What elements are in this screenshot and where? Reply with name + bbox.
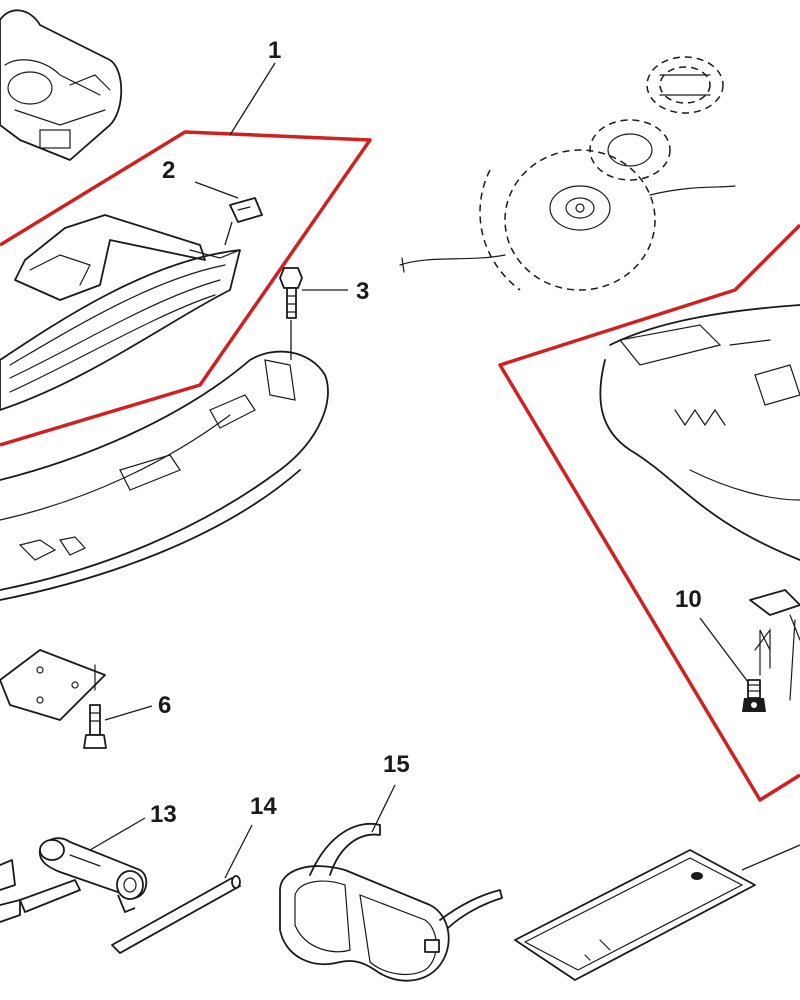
callout-14: 14 bbox=[250, 793, 277, 820]
callout-2: 2 bbox=[162, 157, 175, 184]
rear-guard-part bbox=[599, 304, 800, 561]
rear-guard-highlight bbox=[498, 223, 800, 802]
bolt-6 bbox=[83, 704, 107, 749]
leader-2 bbox=[194, 181, 239, 199]
engine-housing-part bbox=[0, 9, 123, 161]
leader-6 bbox=[104, 705, 153, 721]
callout-1: 1 bbox=[268, 37, 281, 64]
bolt-10 bbox=[742, 679, 766, 712]
callout-15: 15 bbox=[383, 751, 410, 778]
callout-13: 13 bbox=[150, 801, 177, 828]
disc-assembly bbox=[399, 56, 736, 291]
safety-goggles-15 bbox=[279, 822, 503, 982]
callout-3: 3 bbox=[356, 278, 369, 305]
leader-1 bbox=[229, 62, 276, 136]
bracket-part bbox=[224, 197, 263, 246]
bolt-3 bbox=[279, 267, 303, 360]
front-guard-part bbox=[0, 214, 241, 411]
front-guard-highlight bbox=[0, 130, 372, 447]
manual-pouch bbox=[514, 849, 756, 981]
callout-10: 10 bbox=[675, 586, 702, 613]
mounting-plate-6 bbox=[0, 649, 106, 721]
guard-shell-part bbox=[0, 350, 329, 601]
rear-bracket bbox=[749, 589, 800, 701]
spark-plug-wrench-13 bbox=[19, 837, 148, 913]
callout-6: 6 bbox=[158, 692, 171, 719]
rod-14 bbox=[111, 875, 241, 954]
tool-pieces bbox=[0, 859, 21, 923]
